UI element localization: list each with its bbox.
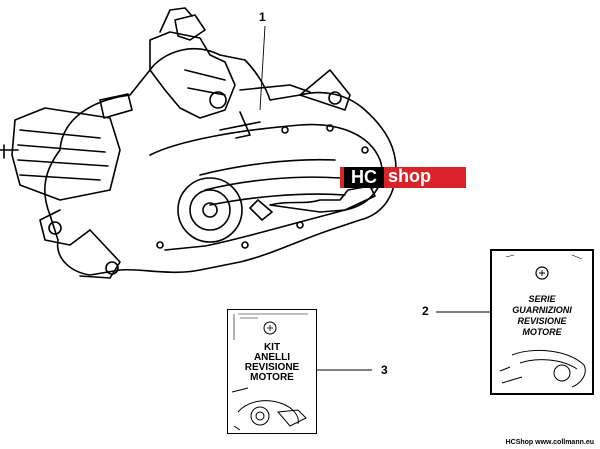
piaggio-logo-icon: [505, 254, 583, 280]
kit-line-4: MOTORE: [250, 372, 294, 383]
piaggio-logo-icon: [233, 313, 308, 340]
ring-kit-package: KIT ANELLI REVISIONE MOTORE: [227, 309, 317, 434]
watermark-shop: shop: [388, 166, 431, 186]
gasket-set-package: SERIE GUARNIZIONI REVISIONE MOTORE: [490, 249, 594, 395]
hcshop-watermark: HC shop: [340, 166, 466, 188]
watermark-hc: HC: [344, 167, 384, 188]
callout-1: 1: [259, 10, 266, 24]
callout-3: 3: [381, 363, 388, 377]
serie-line-1: SERIE: [528, 294, 556, 304]
serie-label: SERIE GUARNIZIONI REVISIONE MOTORE: [492, 294, 592, 338]
footer-credit: HCShop www.collmann.eu: [505, 439, 594, 446]
serie-line-4: MOTORE: [522, 327, 562, 337]
piston-ring-icon: [231, 387, 307, 431]
serie-line-2: GUARNIZIONI: [512, 305, 572, 315]
kit-line-1: KIT: [263, 342, 281, 353]
kit-line-3: REVISIONE: [244, 362, 300, 373]
kit-label: KIT ANELLI REVISIONE MOTORE: [228, 343, 316, 383]
gasket-set-icon: [499, 349, 586, 388]
serie-line-3: REVISIONE: [517, 316, 567, 326]
callout-2: 2: [422, 304, 429, 318]
kit-line-2: ANELLI: [253, 352, 291, 363]
